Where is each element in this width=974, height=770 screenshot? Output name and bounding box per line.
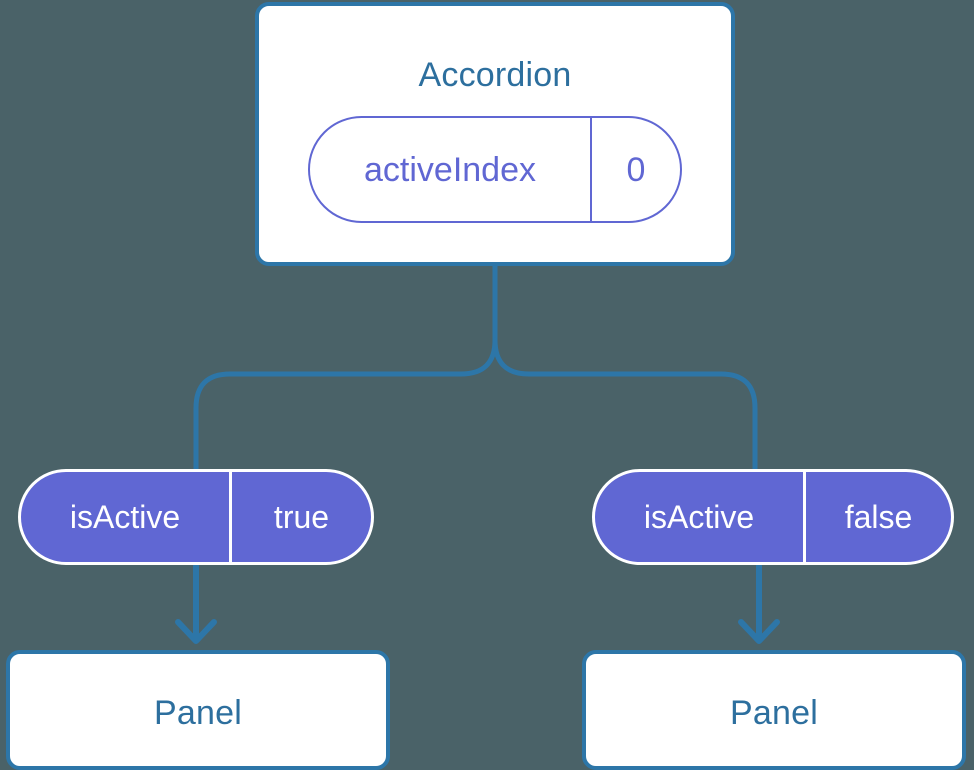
component-panel-left[interactable]: Panel — [6, 650, 390, 770]
prop-pill-is-active-false[interactable]: isActive false — [592, 469, 954, 565]
state-pill-active-index-value: 0 — [626, 150, 646, 189]
connector-left-prop-to-panel — [175, 563, 217, 644]
prop-pill-is-active-true-key: isActive — [21, 472, 232, 562]
component-accordion-title: Accordion — [418, 56, 572, 94]
component-panel-left-title: Panel — [154, 694, 242, 732]
component-panel-right[interactable]: Panel — [582, 650, 966, 770]
state-pill-active-index-key: activeIndex — [310, 118, 592, 221]
prop-pill-is-active-true-value: true — [273, 499, 330, 535]
state-pill-active-index[interactable]: activeIndex 0 — [308, 116, 682, 223]
prop-pill-is-active-false-key: isActive — [595, 472, 806, 562]
prop-pill-is-active-false-value: false — [844, 499, 913, 535]
prop-pill-is-active-true[interactable]: isActive true — [18, 469, 374, 565]
connector-root-split — [193, 263, 498, 473]
component-panel-right-title: Panel — [730, 694, 818, 732]
connector-root-split-right — [492, 337, 758, 473]
connector-right-prop-to-panel — [738, 563, 780, 644]
